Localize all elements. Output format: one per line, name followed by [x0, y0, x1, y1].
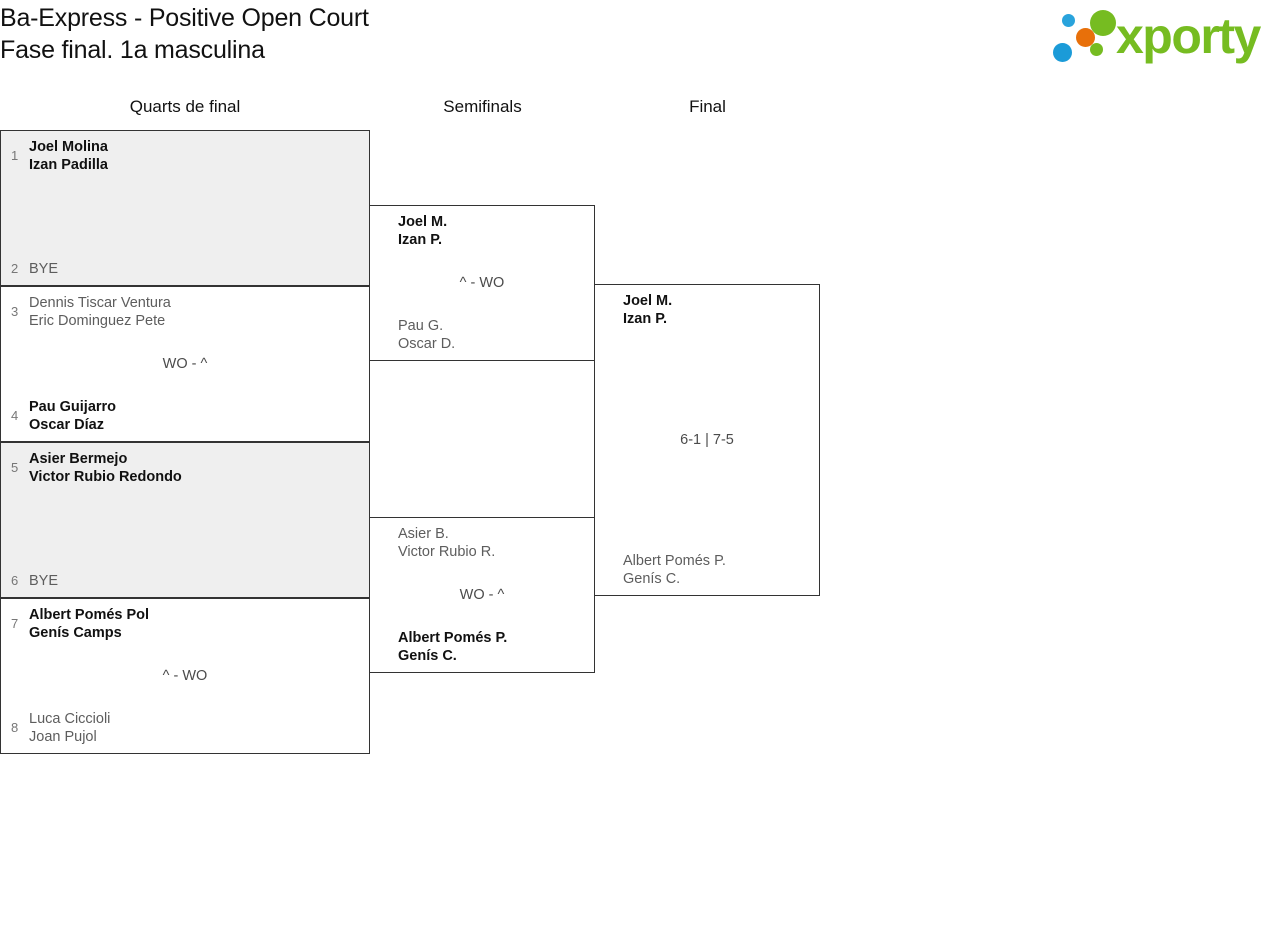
player-name: Eric Dominguez Pete: [29, 313, 166, 329]
player-name: Albert Pomés Pol: [29, 607, 150, 623]
seed-number: [380, 213, 398, 222]
bye-label: BYE: [29, 261, 59, 277]
bracket-team-bottom[interactable]: Pau G. Oscar D.: [370, 317, 594, 353]
seed-number: 8: [11, 720, 19, 735]
player-name: Victor Rubio R.: [398, 544, 496, 560]
round-header-quarterfinals: Quarts de final: [129, 97, 241, 116]
logo-dot-green-large-icon: [1090, 10, 1116, 36]
round-header-semifinals: Semifinals: [443, 97, 522, 116]
bracket-team-bottom[interactable]: Albert Pomés P. Genís C.: [595, 552, 819, 588]
round-header-final: Final: [689, 97, 726, 116]
player-name: Albert Pomés P.: [623, 553, 726, 569]
seed-number: [605, 292, 623, 301]
player-names: Joel M. Izan P.: [398, 213, 447, 249]
match-box[interactable]: Joel M. Izan P. Pau G. Oscar D. ^ - WO: [369, 205, 595, 361]
match-box[interactable]: Asier B. Victor Rubio R. Albert Pomés P. Ge…: [369, 517, 595, 673]
match-score: WO - ^: [459, 587, 505, 603]
match-box[interactable]: Joel M. Izan P. Albert Pomés P. Genís C. 6-1…: [594, 284, 820, 596]
player-name: Joan Pujol: [29, 729, 97, 745]
player-name: Pau Guijarro: [29, 399, 117, 415]
tournament-phase: Fase final. 1a masculina: [0, 36, 265, 64]
player-name: Izan P.: [398, 232, 443, 248]
match-score: 6-1 | 7-5: [680, 432, 734, 448]
page-header: Ba-Express - Positive Open Court Fase fi…: [0, 0, 1280, 80]
bracket-team-top[interactable]: Joel M. Izan P.: [370, 213, 594, 249]
bracket-team-top[interactable]: Asier B. Victor Rubio R.: [370, 525, 594, 561]
player-name: Dennis Tiscar Ventura: [29, 295, 171, 311]
player-names: Pau G. Oscar D.: [398, 317, 455, 353]
bracket-team-top[interactable]: Joel M. Izan P.: [595, 292, 819, 328]
player-name: Oscar Díaz: [29, 417, 104, 433]
seed-number: 5: [11, 460, 19, 475]
seed-number: [380, 317, 398, 326]
seed-number: 2: [11, 261, 19, 276]
seed-number: [605, 552, 623, 561]
tournament-name: Ba-Express - Positive Open Court: [0, 4, 369, 32]
player-names: Asier B. Victor Rubio R.: [398, 525, 495, 561]
seed-number: [380, 525, 398, 534]
match-score: ^ - WO: [459, 275, 505, 291]
player-name: Izan Padilla: [29, 157, 108, 173]
player-name: Luca Ciccioli: [29, 711, 111, 727]
logo-dot-blue-small-icon: [1062, 14, 1075, 27]
bye-label: BYE: [29, 573, 59, 589]
player-names: Albert Pomés P. Genís C.: [398, 629, 507, 665]
player-name: Oscar D.: [398, 336, 456, 352]
seed-number: 6: [11, 573, 19, 588]
player-name: Joel M.: [398, 214, 448, 230]
bracket-team-bottom[interactable]: Albert Pomés P. Genís C.: [370, 629, 594, 665]
seed-number: 4: [11, 408, 19, 423]
match-score: WO - ^: [162, 356, 208, 372]
bracket-team-bottom[interactable]: 6 BYE: [1, 572, 369, 590]
player-name: Albert Pomés P.: [398, 630, 508, 646]
player-name: Izan P.: [623, 311, 668, 327]
seed-number: 7: [11, 616, 19, 631]
bracket-team-bottom[interactable]: 2 BYE: [1, 260, 369, 278]
tournament-title: Ba-Express - Positive Open Court Fase fi…: [0, 2, 369, 66]
seed-number: [380, 629, 398, 638]
player-name: Asier Bermejo: [29, 451, 128, 467]
player-names: Albert Pomés P. Genís C.: [623, 552, 726, 588]
player-names: Joel M. Izan P.: [623, 292, 672, 328]
xporty-logo: xporty: [1050, 5, 1276, 67]
player-name: Victor Rubio Redondo: [29, 469, 182, 485]
player-name: Pau G.: [398, 318, 444, 334]
player-name: Asier B.: [398, 526, 449, 542]
logo-dots-icon: [1050, 5, 1122, 67]
player-name: Joel M.: [623, 293, 673, 309]
logo-dot-blue-large-icon: [1053, 43, 1072, 62]
logo-dot-green-small-icon: [1090, 43, 1103, 56]
logo-wordmark: xporty: [1116, 8, 1261, 64]
seed-number: 3: [11, 304, 19, 319]
logo-dot-orange-icon: [1076, 28, 1095, 47]
player-name: Genís C.: [623, 571, 681, 587]
player-name: Joel Molina: [29, 139, 108, 155]
match-score: ^ - WO: [162, 668, 208, 684]
player-name: Genís C.: [398, 648, 457, 664]
seed-number: 1: [11, 148, 19, 163]
player-name: Genís Camps: [29, 625, 122, 641]
